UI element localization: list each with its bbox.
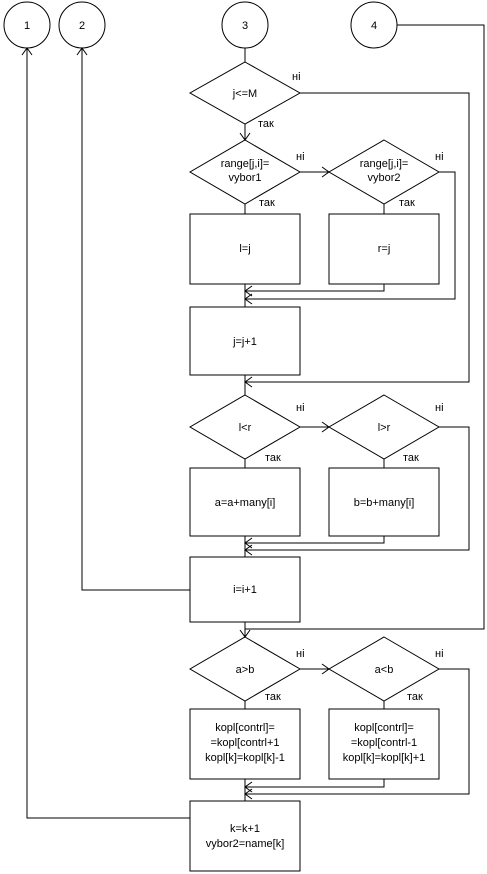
process-j-increment-text: j=j+1	[232, 336, 257, 348]
branch-label-yes: так	[265, 691, 281, 703]
process-kopl-minus-line1: kopl[contrl]=	[354, 722, 414, 734]
process-b-sum-text: b=b+many[i]	[354, 497, 415, 509]
connector-1-label: 1	[24, 20, 30, 32]
branch-labels: ні так ні так ні так ні так ні так ні та…	[258, 71, 444, 703]
branch-label-yes: так	[259, 197, 275, 209]
process-a-sum: a=a+many[i]	[189, 467, 301, 537]
connector-2: 2	[58, 1, 106, 49]
process-j-increment: j=j+1	[189, 306, 301, 376]
decision-range-vybor1: range[j,i]= vybor1	[189, 139, 301, 205]
process-l-eq-j: l=j	[189, 213, 301, 285]
decision-a-lt-b-text: a<b	[375, 664, 394, 676]
branch-label-yes: так	[403, 452, 419, 464]
connector-4-label: 4	[371, 20, 377, 32]
process-kopl-plus: kopl[contrl]= =kopl[contrl+1 kopl[k]=kop…	[189, 708, 301, 780]
decision-range-vybor2-line2: vybor2	[367, 172, 400, 184]
decision-l-lt-r: l<r	[189, 394, 301, 460]
branch-label-no: ні	[296, 151, 305, 163]
process-a-sum-text: a=a+many[i]	[215, 497, 276, 509]
decision-a-gt-b-text: a>b	[236, 664, 255, 676]
connector-3: 3	[221, 1, 269, 49]
decision-l-gt-r-text: l>r	[378, 422, 391, 434]
branch-label-no: ні	[435, 402, 444, 414]
branch-label-yes: так	[265, 452, 281, 464]
process-kopl-minus-line3: kopl[k]=kopl[k]+1	[343, 752, 426, 764]
flow-lines	[26, 24, 485, 819]
decision-a-gt-b: a>b	[189, 636, 301, 702]
decision-l-gt-r: l>r	[328, 394, 440, 460]
process-i-increment-text: i=i+1	[233, 584, 257, 596]
branch-label-no: ні	[435, 151, 444, 163]
branch-label-yes: так	[399, 197, 415, 209]
process-k-increment-line2: vybor2=name[k]	[206, 838, 285, 850]
decision-range-vybor2: range[j,i]= vybor2	[328, 139, 440, 205]
branch-label-no: ні	[435, 648, 444, 660]
process-r-eq-j: r=j	[328, 213, 440, 285]
process-kopl-plus-line1: kopl[contrl]=	[215, 722, 275, 734]
process-b-sum: b=b+many[i]	[328, 467, 440, 537]
process-kopl-plus-line2: =kopl[contrl+1	[210, 737, 279, 749]
connector-2-label: 2	[79, 20, 85, 32]
process-l-eq-j-text: l=j	[239, 243, 250, 255]
connector-1: 1	[3, 1, 51, 49]
connector-3-label: 3	[242, 20, 248, 32]
decision-j-le-m: j<=M	[188, 61, 302, 125]
branch-label-no: ні	[296, 648, 305, 660]
process-kopl-minus-line2: =kopl[contrl-1	[351, 737, 417, 749]
branch-label-no: ні	[292, 71, 301, 83]
process-r-eq-j-text: r=j	[378, 243, 391, 255]
decision-j-le-m-text: j<=M	[232, 88, 257, 100]
branch-label-yes: так	[258, 118, 274, 130]
process-k-increment-line1: k=k+1	[230, 823, 260, 835]
decision-range-vybor2-line1: range[j,i]=	[360, 158, 409, 170]
branch-label-no: ні	[296, 402, 305, 414]
connector-4: 4	[350, 1, 398, 49]
branch-label-yes: так	[407, 691, 423, 703]
process-k-increment: k=k+1 vybor2=name[k]	[189, 800, 301, 872]
arrowheads	[21, 47, 330, 800]
process-kopl-plus-line3: kopl[k]=kopl[k]-1	[205, 752, 285, 764]
process-i-increment: i=i+1	[189, 556, 301, 623]
process-kopl-minus: kopl[contrl]= =kopl[contrl-1 kopl[k]=kop…	[328, 708, 440, 780]
decision-range-vybor1-line2: vybor1	[228, 172, 261, 184]
decision-l-lt-r-text: l<r	[239, 422, 252, 434]
decision-range-vybor1-line1: range[j,i]=	[221, 158, 270, 170]
